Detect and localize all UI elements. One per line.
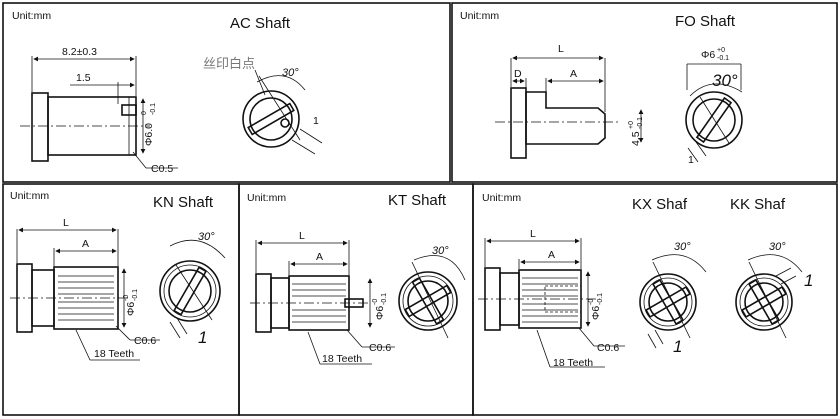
- kn-dim-dia: Φ6: [125, 302, 137, 316]
- kk-angle: 30°: [769, 241, 786, 253]
- fo-dim-A: A: [570, 68, 577, 80]
- kt-angle: 30°: [432, 245, 449, 257]
- kx-flat-dim: 1: [673, 337, 682, 356]
- ac-chamfer: C0.5: [151, 163, 173, 175]
- kn-dim-tol-top: -0: [123, 295, 130, 301]
- fo-dim-L: L: [558, 43, 564, 55]
- panel-kn-border: [2, 183, 240, 416]
- ac-flat-dim: 1: [313, 115, 319, 127]
- kx-angle: 30°: [674, 241, 691, 253]
- fo-dim-dia: Φ6: [701, 49, 715, 61]
- kn-flat-dim: 1: [198, 328, 207, 347]
- kt-dim-L: L: [299, 230, 305, 242]
- kn-angle: 30°: [198, 231, 215, 243]
- ac-unit-label: Unit:mm: [12, 10, 51, 22]
- kt-title: KT Shaft: [388, 192, 447, 209]
- kt-chamfer: C0.6: [369, 342, 391, 354]
- kx-end-view: 30° 1: [639, 241, 707, 356]
- kk-title: KK Shaf: [730, 196, 786, 213]
- kn-side-view: L A Φ6 -0 -0.1 C0.6 18 Teeth: [10, 217, 160, 361]
- kn-dim-tol: -0.1: [132, 289, 139, 301]
- fo-title: FO Shaft: [675, 13, 736, 30]
- ac-end-view: 30° 1 丝印白点: [203, 56, 323, 155]
- kx-teeth: 18 Teeth: [553, 357, 593, 369]
- kx-dim-tol-top: -0: [588, 299, 595, 305]
- kt-dim-dia: Φ6: [374, 306, 386, 320]
- kn-dim-A: A: [82, 238, 89, 250]
- kn-teeth: 18 Teeth: [94, 348, 134, 360]
- panel-ac: Unit:mm AC Shaft 8.2±0.3 1.5 Φ6.0 0 -0.1: [12, 10, 323, 175]
- fo-flat-tol: -0.1: [637, 117, 644, 129]
- panel-kx: Unit:mm KX Shaf KK Shaf L A Φ6: [478, 192, 813, 369]
- panel-kt: Unit:mm KT Shaft L A Φ6 -0: [247, 192, 466, 365]
- kt-dim-A: A: [316, 251, 323, 263]
- kk-end-view: 30° 1: [735, 241, 813, 339]
- kx-dim-L: L: [530, 228, 536, 240]
- kt-teeth: 18 Teeth: [322, 353, 362, 365]
- fo-dim-tol: -0.1: [717, 55, 729, 62]
- kt-end-view: 30°: [398, 245, 466, 339]
- kx-chamfer: C0.6: [597, 342, 619, 354]
- fo-flat-dim: 1: [688, 154, 694, 166]
- fo-dim-D: D: [514, 68, 522, 80]
- kn-end-view: 30° 1: [159, 231, 226, 347]
- kn-dim-L: L: [63, 217, 69, 229]
- panel-fo-border: [451, 2, 838, 183]
- kn-title: KN Shaft: [153, 194, 214, 211]
- ac-dim-head: 1.5: [76, 72, 91, 84]
- fo-dim-tol-top: +0: [717, 47, 725, 54]
- ac-angle: 30°: [282, 67, 299, 79]
- ac-side-view: 8.2±0.3 1.5 Φ6.0 0 -0.1 C0.5: [20, 46, 178, 175]
- panel-kn: Unit:mm KN Shaft L A Φ6 -0: [10, 190, 226, 361]
- kx-unit-label: Unit:mm: [482, 192, 521, 204]
- kx-dim-dia: Φ6: [590, 306, 602, 320]
- fo-flat-tol-top: +0: [628, 121, 635, 129]
- ac-dim-length: 8.2±0.3: [62, 46, 97, 58]
- fo-unit-label: Unit:mm: [460, 10, 499, 22]
- kt-side-view: L A Φ6 -0 -0.1 C0.6 18 Teeth: [250, 230, 395, 365]
- kx-side-view: L A Φ6 -0 -0.1 C0.6 18 Teeth: [478, 228, 625, 369]
- kn-unit-label: Unit:mm: [10, 190, 49, 202]
- panel-fo: Unit:mm FO Shaft L D A 4.5 +0 -0.1 Φ6: [460, 10, 743, 166]
- ac-dim-tol-top: 0: [141, 111, 148, 115]
- ac-dim-dia: Φ6.0: [143, 123, 155, 146]
- kx-dim-tol: -0.1: [597, 293, 604, 305]
- kt-unit-label: Unit:mm: [247, 192, 286, 204]
- panel-ac-border: [2, 2, 451, 183]
- fo-flat-height: 4.5: [630, 131, 642, 146]
- fo-side-view: L D A 4.5 +0 -0.1: [495, 43, 644, 159]
- kt-dim-tol-top: -0: [372, 299, 379, 305]
- kx-dim-A: A: [548, 249, 555, 261]
- kk-flat-dim: 1: [804, 271, 813, 290]
- ac-dim-tol: -0.1: [150, 103, 157, 115]
- fo-angle: 30°: [712, 71, 738, 90]
- kt-dim-tol: -0.1: [381, 293, 388, 305]
- panel-kx-border: [472, 183, 838, 416]
- ac-title: AC Shaft: [230, 15, 291, 32]
- kn-chamfer: C0.6: [134, 335, 156, 347]
- fo-end-view: Φ6 +0 -0.1 30° 1: [685, 47, 743, 166]
- ac-print-label: 丝印白点: [203, 56, 255, 72]
- kx-title: KX Shaf: [632, 196, 688, 213]
